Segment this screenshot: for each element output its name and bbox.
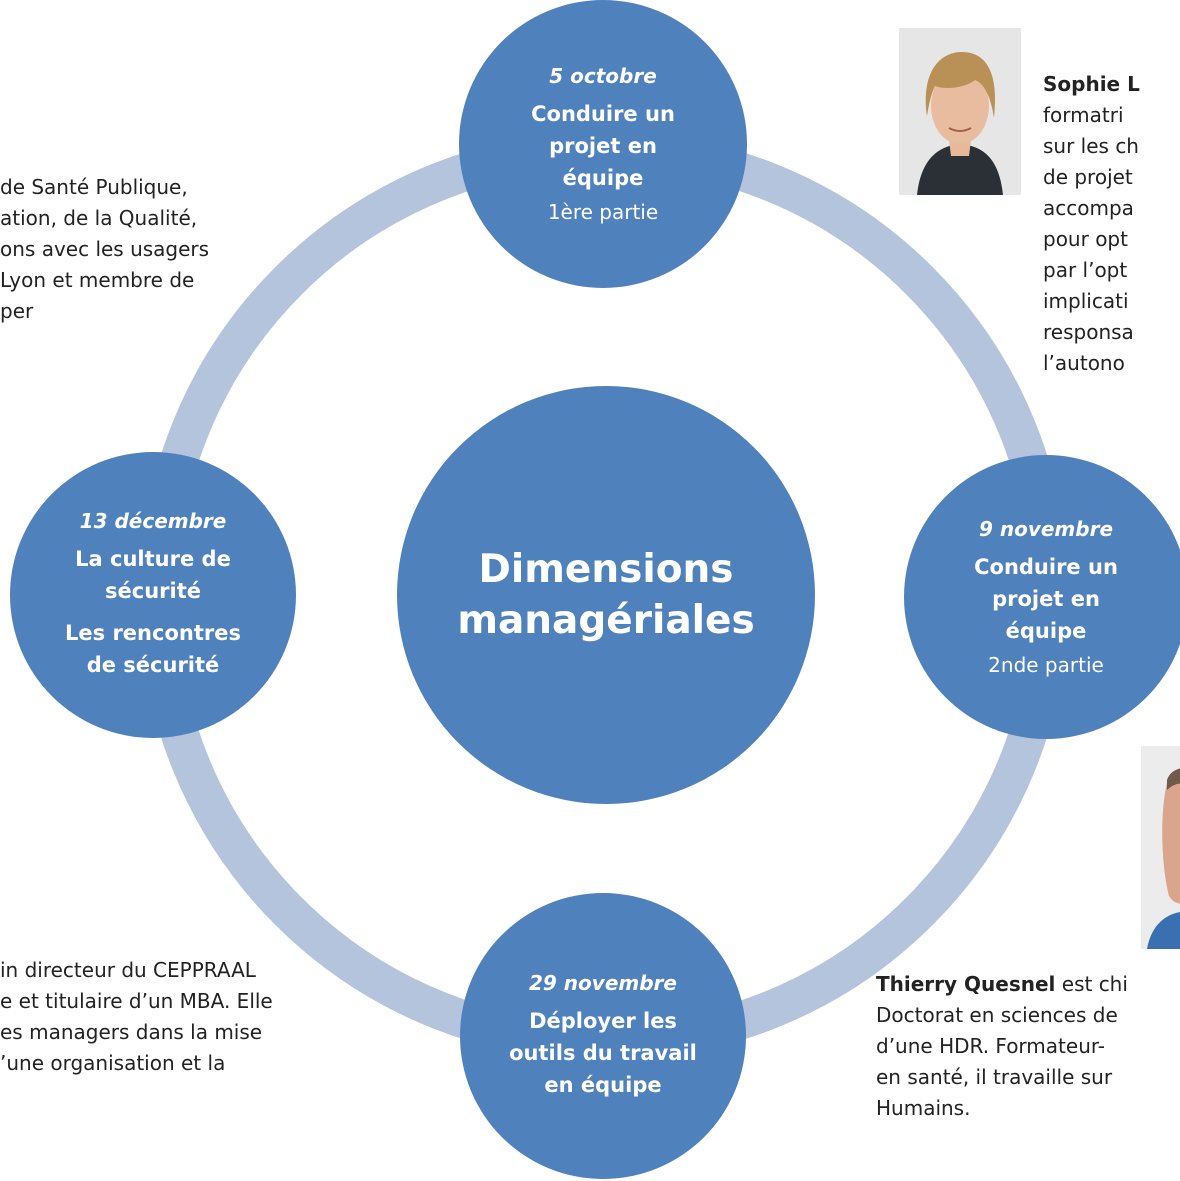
- portrait-man-icon: [1141, 746, 1180, 949]
- center-title-line: managériales: [457, 598, 755, 643]
- text-line: ’une organisation et la: [0, 1051, 226, 1075]
- text-line: de Santé Publique,: [0, 175, 188, 199]
- text-line: Humains.: [876, 1096, 971, 1120]
- node-title-line: Conduire un: [531, 102, 675, 126]
- sophie-photo: [899, 28, 1021, 195]
- text-line: Doctorat en sciences de: [876, 1003, 1118, 1027]
- sophie-description: Sophie L formatri sur les ch de projet a…: [1043, 69, 1180, 379]
- node-title-line: sécurité: [105, 579, 201, 603]
- text-line: l’autono: [1043, 351, 1125, 375]
- node-part: 2nde partie: [988, 653, 1104, 677]
- text-line: de projet: [1043, 165, 1133, 189]
- text-line: per: [0, 299, 34, 323]
- node-title-line: outils du travail: [509, 1041, 697, 1065]
- node-title-line: de sécurité: [86, 653, 220, 677]
- node-date: 29 novembre: [529, 971, 677, 995]
- thierry-description: Thierry Quesnel est chi Doctorat en scie…: [876, 969, 1180, 1124]
- text-line: d’une HDR. Formateur-: [876, 1034, 1106, 1058]
- node-title-line: équipe: [562, 166, 644, 190]
- center-title-line: Dimensions: [478, 547, 734, 592]
- node-title-line: Déployer les: [529, 1009, 677, 1033]
- left-bottom-description: in directeur du CEPPRAAL e et titulaire …: [0, 955, 370, 1079]
- node-date: 13 décembre: [79, 509, 227, 533]
- text-line: accompa: [1043, 196, 1134, 220]
- text-line: es managers dans la mise: [0, 1020, 263, 1044]
- node-title-line: Conduire un: [974, 555, 1118, 579]
- node-title-line: Les rencontres: [65, 621, 241, 645]
- text-line: sur les ch: [1043, 134, 1139, 158]
- node-title-line: en équipe: [544, 1073, 662, 1097]
- node-title-line: La culture de: [75, 547, 231, 571]
- node-top: 5 octobre Conduire un projet en équipe 1…: [459, 0, 747, 288]
- thierry-name: Thierry Quesnel: [876, 972, 1056, 996]
- text-line: Thierry Quesnel est chi: [876, 969, 1180, 1000]
- node-bottom: 29 novembre Déployer les outils du trava…: [460, 893, 746, 1179]
- text-line: ation, de la Qualité,: [0, 206, 198, 230]
- text-line: par l’opt: [1043, 258, 1128, 282]
- text-line: in directeur du CEPPRAAL: [0, 958, 256, 982]
- node-date: 5 octobre: [549, 64, 657, 88]
- node-part: 1ère partie: [547, 200, 659, 224]
- node-left: 13 décembre La culture de sécurité Les r…: [10, 452, 296, 738]
- left-top-description: de Santé Publique, ation, de la Qualité,…: [0, 172, 262, 327]
- node-title-line: équipe: [1005, 619, 1087, 643]
- text-line: Lyon et membre de: [0, 268, 195, 292]
- node-title-line: projet en: [549, 134, 657, 158]
- text-line: implicati: [1043, 289, 1129, 313]
- text-line: formatri: [1043, 103, 1124, 127]
- text-line: responsa: [1043, 320, 1134, 344]
- text-line: e et titulaire d’un MBA. Elle: [0, 989, 273, 1013]
- thierry-first-rest: est chi: [1055, 972, 1128, 996]
- center-node: Dimensions managériales: [397, 386, 815, 804]
- text-line: en santé, il travaille sur: [876, 1065, 1113, 1089]
- node-date: 9 novembre: [978, 517, 1114, 541]
- text-line: pour opt: [1043, 227, 1128, 251]
- node-right: 9 novembre Conduire un projet en équipe …: [904, 455, 1180, 739]
- text-line: ons avec les usagers: [0, 237, 210, 261]
- sophie-name: Sophie L: [1043, 72, 1140, 96]
- thierry-photo: [1141, 746, 1180, 949]
- node-title-line: projet en: [992, 587, 1100, 611]
- portrait-woman-icon: [899, 28, 1021, 195]
